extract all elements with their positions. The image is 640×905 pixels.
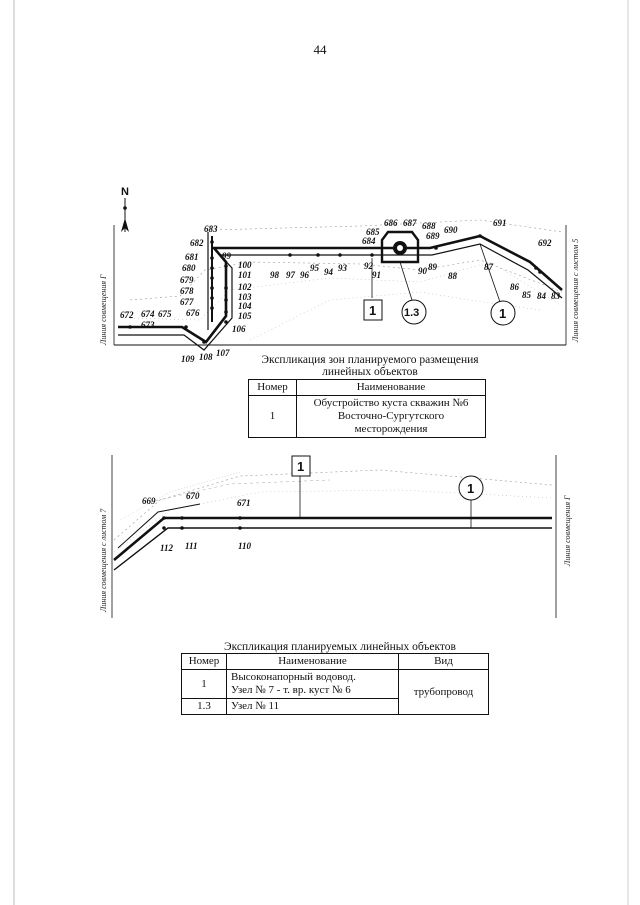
side-label-right: Линия совмещения Г xyxy=(563,495,572,567)
node-label: 691 xyxy=(493,218,507,228)
node-label: 677 xyxy=(180,297,194,307)
node-label: 110 xyxy=(238,541,252,551)
node-label: 89 xyxy=(428,262,438,272)
node-label: 91 xyxy=(372,270,381,280)
node-label: 96 xyxy=(300,270,310,280)
node-label: 682 xyxy=(190,238,204,248)
node-label: 100 xyxy=(238,260,252,270)
node-label: 672 xyxy=(120,310,134,320)
node-label: 687 xyxy=(403,218,417,228)
node-label: 102 xyxy=(238,282,252,292)
node-label: 84 xyxy=(537,291,547,301)
node-label: 104 xyxy=(238,301,252,311)
node-label: 98 xyxy=(270,270,280,280)
node-label: 106 xyxy=(232,324,246,334)
zones-cell-number: 1 xyxy=(248,395,297,438)
side-label-left: Линия совмещения с листом 7 xyxy=(99,508,108,613)
node-label: 107 xyxy=(216,348,230,358)
sheet-1: 1 1.3 1 Линия совмещения Г Линия совмеще… xyxy=(99,218,580,364)
zones-header-name: Наименование xyxy=(296,379,486,396)
north-arrow-icon: N xyxy=(121,186,129,232)
node-label: 685 xyxy=(366,227,380,237)
node-label: 679 xyxy=(180,275,194,285)
page-number: 44 xyxy=(313,42,327,57)
objects-header-name: Наименование xyxy=(226,653,399,670)
node-label: 95 xyxy=(310,263,320,273)
node-label: 105 xyxy=(238,311,252,321)
objects-cell-number: 1.3 xyxy=(181,698,227,715)
node-label: 101 xyxy=(238,270,252,280)
node-label: 94 xyxy=(324,267,334,277)
marker-box-1 xyxy=(363,299,383,321)
objects-table: Номер Наименование Вид 1 Высоконапорный … xyxy=(181,653,489,715)
objects-header-number: Номер xyxy=(181,653,227,670)
node-label: 112 xyxy=(160,543,174,553)
node-label: 676 xyxy=(186,308,200,318)
objects-header-kind: Вид xyxy=(398,653,489,670)
node-label: 86 xyxy=(510,282,520,292)
node-label: 680 xyxy=(182,263,196,273)
side-label-right: Линия совмещения с листом 5 xyxy=(571,239,580,343)
node-label: 690 xyxy=(444,225,458,235)
node-label: 669 xyxy=(142,496,156,506)
table-row: 1 Высоконапорный водовод. Узел № 7 - т. … xyxy=(181,669,489,715)
zones-cell-name: Обустройство куста скважин №6 Восточно-С… xyxy=(296,395,486,438)
node-label: 673 xyxy=(141,320,155,330)
node-label: 90 xyxy=(418,266,428,276)
node-label: 97 xyxy=(286,270,296,280)
node-label: 670 xyxy=(186,491,200,501)
node-label: 92 xyxy=(364,261,374,271)
node-label: 684 xyxy=(362,236,376,246)
marker-circle-1-sheet2-label: 1 xyxy=(467,481,474,496)
node-label: 85 xyxy=(522,290,532,300)
node-label: 87 xyxy=(484,262,494,272)
zones-header-number: Номер xyxy=(248,379,297,396)
marker-circle-1-3 xyxy=(401,299,427,325)
node-label: 675 xyxy=(158,309,172,319)
north-label: N xyxy=(121,186,129,198)
node-label: 683 xyxy=(204,224,218,234)
well-pad-icon xyxy=(380,230,420,264)
objects-cell-name: Высоконапорный водовод. Узел № 7 - т. вр… xyxy=(226,669,399,699)
objects-cell-name: Узел № 11 xyxy=(226,698,399,715)
node-label: 678 xyxy=(180,286,194,296)
objects-table-caption: Экспликация планируемых линейных объекто… xyxy=(224,641,456,653)
node-label: 681 xyxy=(185,252,199,262)
node-label: 689 xyxy=(426,231,440,241)
objects-cell-kind: трубопровод xyxy=(398,669,489,715)
marker-circle-1-label: 1 xyxy=(499,306,506,321)
node-label: 83 xyxy=(551,291,561,301)
node-label: 111 xyxy=(185,541,198,551)
node-label: 103 xyxy=(238,292,252,302)
node-label: 671 xyxy=(237,498,251,508)
node-label: 93 xyxy=(338,263,348,273)
node-label: 108 xyxy=(199,352,213,362)
sheet-2: 1 1 669 670 671 112 111 110 Линия совмещ… xyxy=(99,455,572,618)
marker-box-1-sheet2-label: 1 xyxy=(297,459,304,474)
node-label: 109 xyxy=(181,354,195,364)
node-label: 692 xyxy=(538,238,552,248)
objects-cell-number: 1 xyxy=(181,669,227,699)
node-label: 88 xyxy=(448,271,458,281)
marker-box-1-sheet2 xyxy=(291,455,311,477)
table-row: 1 Обустройство куста скважин №6 Восточно… xyxy=(248,395,486,438)
marker-box-1-label: 1 xyxy=(369,303,376,318)
node-label: 688 xyxy=(422,221,436,231)
table-row: 1.3 Узел № 11 xyxy=(181,698,489,715)
side-label-left: Линия совмещения Г xyxy=(99,274,108,346)
node-label: 686 xyxy=(384,218,398,228)
marker-circle-1-3-label: 1.3 xyxy=(404,307,419,319)
marker-circle-1-sheet2 xyxy=(458,475,484,501)
marker-circle-1 xyxy=(490,300,516,326)
zones-table: Номер Наименование 1 Обустройство куста … xyxy=(248,379,486,438)
node-label: 674 xyxy=(141,309,155,319)
node-label: 99 xyxy=(222,251,232,261)
zones-table-caption: Экспликация зон планируемого размещения … xyxy=(261,354,479,378)
